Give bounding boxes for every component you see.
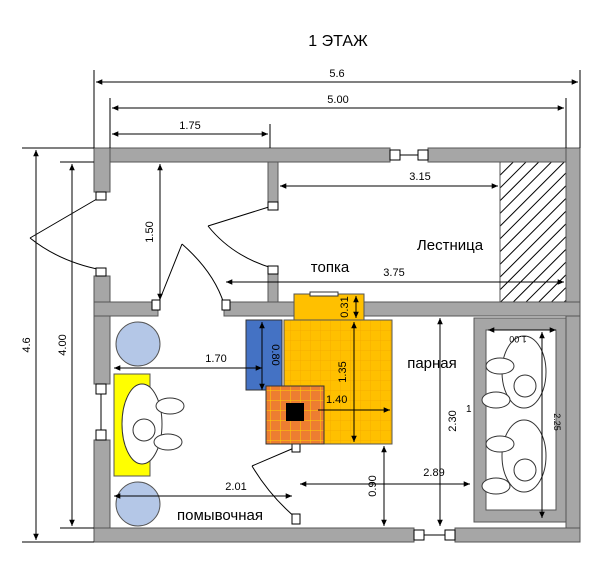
wall-bottom-right [454,527,581,543]
window-left-a [95,383,107,395]
wall-mid-right [223,301,581,317]
door-entrance [29,195,103,271]
room-label-wash: помывочная [177,507,263,524]
wall-bottom-left [93,527,415,543]
dim-left-room: 1.75 [179,120,200,132]
window-bottom-b [444,529,456,541]
door-vestibule [207,205,273,269]
window-left-b [95,429,107,441]
room-label-steam: парная [407,355,457,372]
stove [245,291,393,445]
dim-shower: 2.01 [225,481,246,493]
dim-inner-width: 5.00 [327,94,348,106]
dim-bench-width: 1.00 [509,334,527,344]
stove-chimney [293,293,365,323]
heater-opening [286,403,304,421]
wall-right [565,147,581,543]
window-top-a [389,149,401,161]
stairs-hatch [499,161,567,303]
room-label-firebox: топка [311,259,350,276]
dim-total-height: 4.6 [21,337,33,352]
wall-top-left [93,147,391,163]
tub-bottom [115,481,161,527]
dim-stove-width: 0.31 [339,296,351,317]
wall-mid-left [93,301,159,317]
dim-middle-span: 3.75 [383,267,404,279]
wall-left-bottom [93,439,111,543]
dim-inner-height: 4.00 [57,334,69,355]
tub-top [115,321,161,367]
steam-room-figures [481,335,547,495]
dim-vestibule: 1.50 [144,221,156,242]
wall-vestibule-lower [267,269,279,303]
windows [95,149,456,541]
dim-lower: 0.90 [367,475,379,496]
dim-total-width: 5.6 [329,68,344,80]
dimension-lines [22,70,581,543]
dim-steam-width: 2.89 [423,467,444,479]
dim-steam-height: 2.30 [447,410,459,431]
dim-bench-small: 1 [466,404,472,415]
door-wash [157,243,225,305]
window-bottom-a [413,529,425,541]
wall-left-top [93,147,111,193]
dim-firebox: 0.80 [269,344,281,365]
wall-left-middle [93,275,111,385]
window-top-b [417,149,429,161]
wall-top-right [427,147,581,163]
page-title: 1 ЭТАЖ [308,33,368,50]
dim-wash-width: 1.70 [205,353,226,365]
dim-stove-height: 1.35 [337,361,349,382]
dim-stove-offset: 1.40 [326,394,347,406]
wall-vestibule-upper [267,161,279,207]
wash-room-items [113,321,185,527]
dim-upper-span: 3.15 [409,171,430,183]
dim-bench-height: 2.25 [552,413,562,431]
room-label-stairs: Лестница [417,237,484,254]
